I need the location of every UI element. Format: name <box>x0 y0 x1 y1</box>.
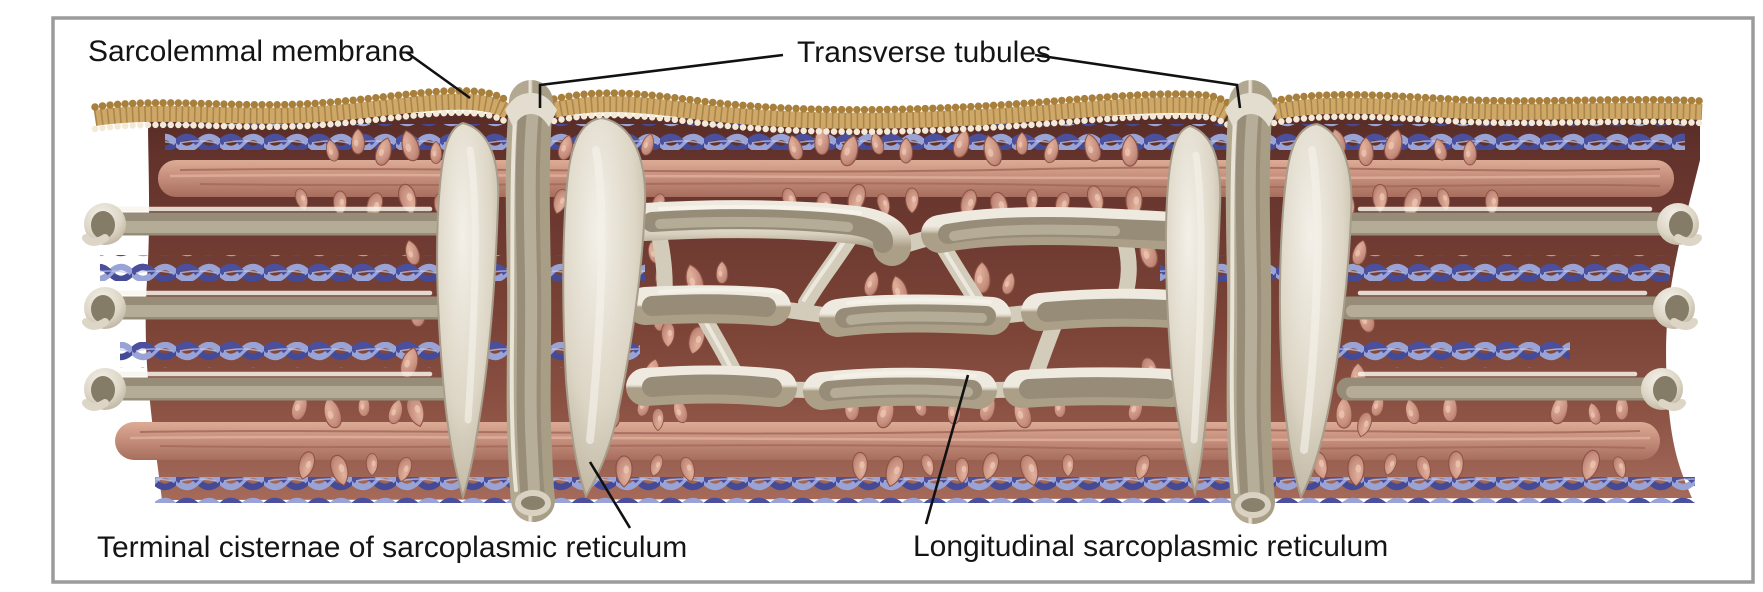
t-tubule-right <box>1225 80 1277 524</box>
label-sarcolemmal-membrane: Sarcolemmal membrane <box>88 35 415 68</box>
sr-tubes-right <box>1319 203 1702 411</box>
braid-mid-left-2 <box>120 342 640 368</box>
t-tubule-left <box>505 80 557 522</box>
sr-tubes-left <box>82 203 481 411</box>
terminal-cisterna-3 <box>1164 124 1222 497</box>
leader-transverse-tubule-right <box>1034 53 1242 109</box>
leader-longitudinal-sr <box>924 374 970 525</box>
myofibril-lower <box>115 422 1660 460</box>
terminal-cisternae <box>436 116 1353 501</box>
label-terminal-cisternae: Terminal cisternae of sarcoplasmic retic… <box>97 531 687 564</box>
label-transverse-tubules: Transverse tubules <box>797 36 1051 69</box>
leader-sarcolemmal-membrane <box>405 50 471 100</box>
label-longitudinal-sr: Longitudinal sarcoplasmic reticulum <box>913 530 1388 563</box>
annotations: Sarcolemmal membrane Transverse tubules … <box>88 35 1388 564</box>
terminal-cisterna-1 <box>436 121 500 501</box>
terminal-cisterna-2 <box>562 116 647 499</box>
braid-bottom <box>155 477 1695 503</box>
braid-mid-left-1 <box>100 255 645 281</box>
leader-transverse-tubule-left <box>538 53 784 108</box>
leader-terminal-cisternae <box>588 461 632 529</box>
